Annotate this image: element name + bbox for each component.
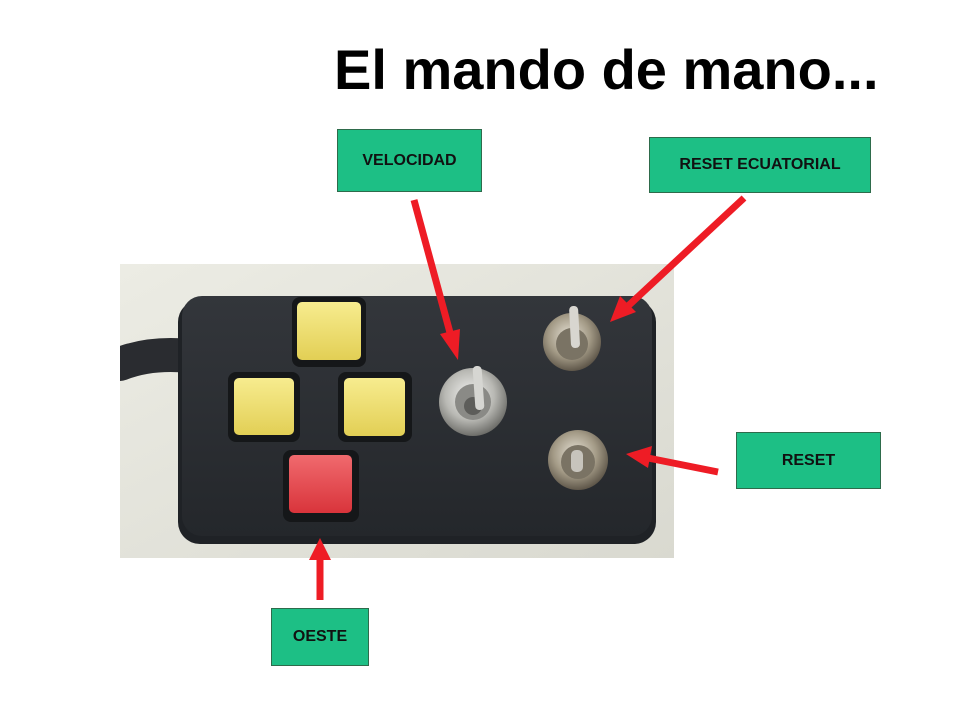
hand-controller-photo xyxy=(120,264,674,558)
callout-oeste: OESTE xyxy=(271,608,369,666)
slide-title: El mando de mano... xyxy=(334,38,879,101)
callout-reset: RESET xyxy=(736,432,881,489)
arrow-reset-ecuatorial-line xyxy=(625,195,747,309)
button-oeste xyxy=(283,450,359,522)
toggle-velocidad xyxy=(439,365,507,436)
arrow-reset-ecuatorial-head xyxy=(610,296,636,322)
arrow-velocidad-head xyxy=(440,329,460,360)
callout-reset-ecuatorial-label: RESET ECUATORIAL xyxy=(679,156,841,173)
arrow-velocidad-line xyxy=(410,199,456,341)
callout-reset-ecuatorial: RESET ECUATORIAL xyxy=(649,137,871,193)
button-left xyxy=(228,372,300,442)
callout-velocidad: VELOCIDAD xyxy=(337,129,482,192)
arrow-oeste-head xyxy=(309,538,331,560)
button-up xyxy=(292,297,366,367)
callout-reset-label: RESET xyxy=(781,451,836,469)
toggle-reset xyxy=(548,430,608,490)
toggle-reset-ecuatorial xyxy=(543,305,601,371)
arrow-reset-head xyxy=(626,446,652,468)
callout-oeste-label: OESTE xyxy=(292,628,348,645)
button-right xyxy=(338,372,412,442)
callout-velocidad-label: VELOCIDAD xyxy=(362,151,457,169)
arrow-reset-line xyxy=(647,454,719,476)
